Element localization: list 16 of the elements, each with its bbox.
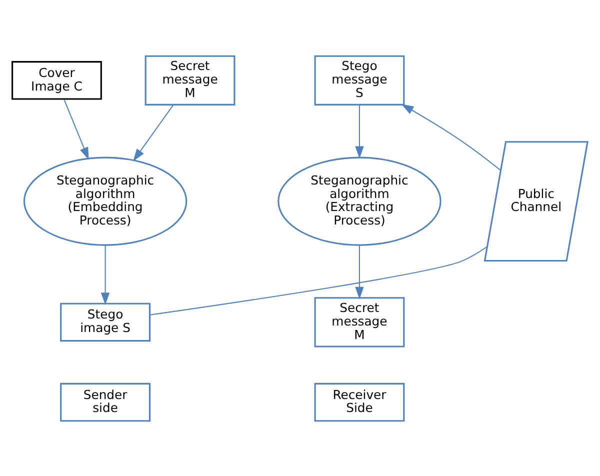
arrow (355, 244, 364, 299)
node-box: Secret message M (314, 296, 405, 347)
node-box: Cover Image C (12, 60, 102, 100)
arrow (100, 244, 110, 305)
node-ellipse: Steganographic algorithm (Extracting Process) (278, 156, 442, 246)
arrow (355, 104, 364, 158)
node-box: Secret message M (144, 54, 236, 105)
arrow (64, 98, 89, 160)
arrow (133, 104, 174, 161)
node-box: Sender side (60, 382, 150, 422)
node-box: Stego image S (60, 302, 150, 342)
node-ellipse: Steganographic algorithm (Embedding Process) (23, 156, 188, 246)
connector (150, 246, 488, 315)
node-box: Stego message S (314, 54, 405, 105)
arrow (401, 104, 501, 170)
node-box: Receiver Side (314, 382, 405, 422)
